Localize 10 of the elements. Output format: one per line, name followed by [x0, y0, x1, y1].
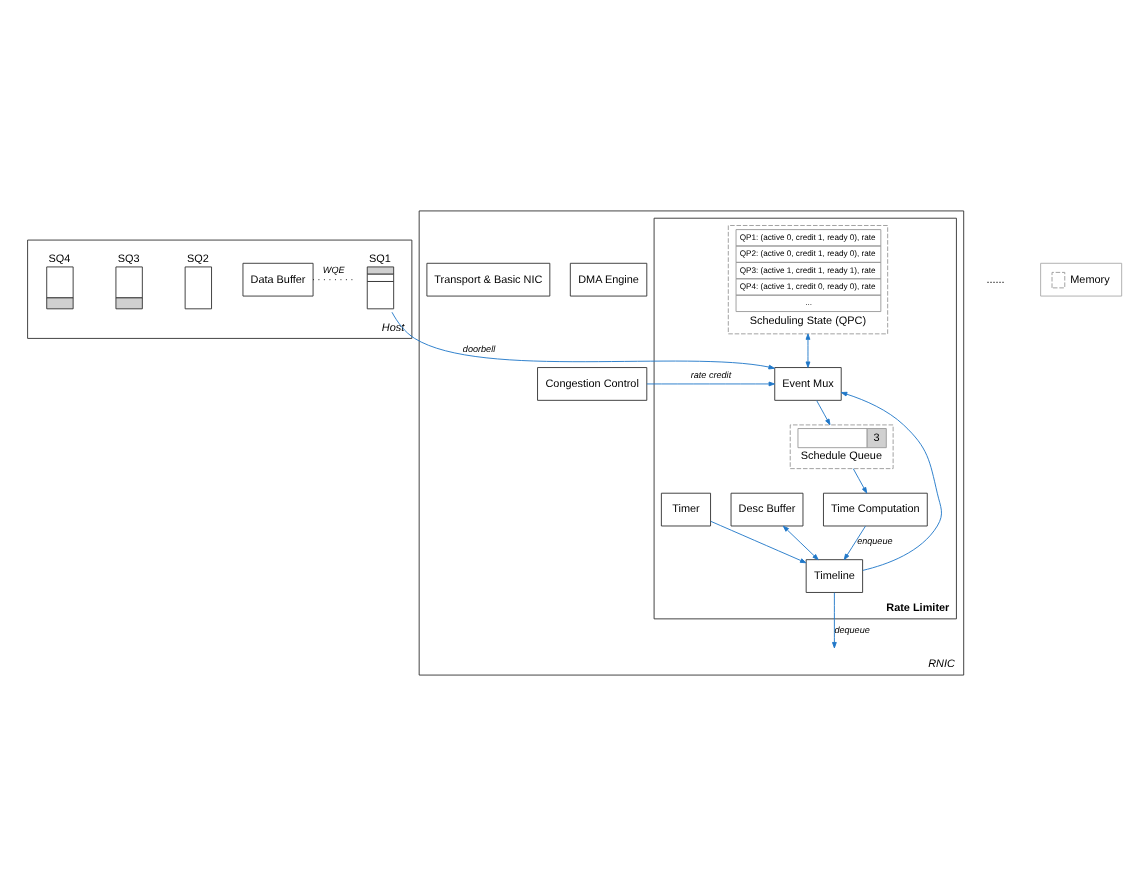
arrow	[391, 310, 775, 369]
arrow	[782, 524, 819, 560]
arrow	[646, 380, 775, 386]
arrow	[843, 524, 866, 560]
arrow	[710, 519, 807, 563]
arrow	[832, 591, 837, 648]
arrow	[816, 399, 831, 425]
arrow	[805, 332, 811, 367]
arrow	[852, 467, 868, 493]
arrow	[840, 390, 942, 570]
